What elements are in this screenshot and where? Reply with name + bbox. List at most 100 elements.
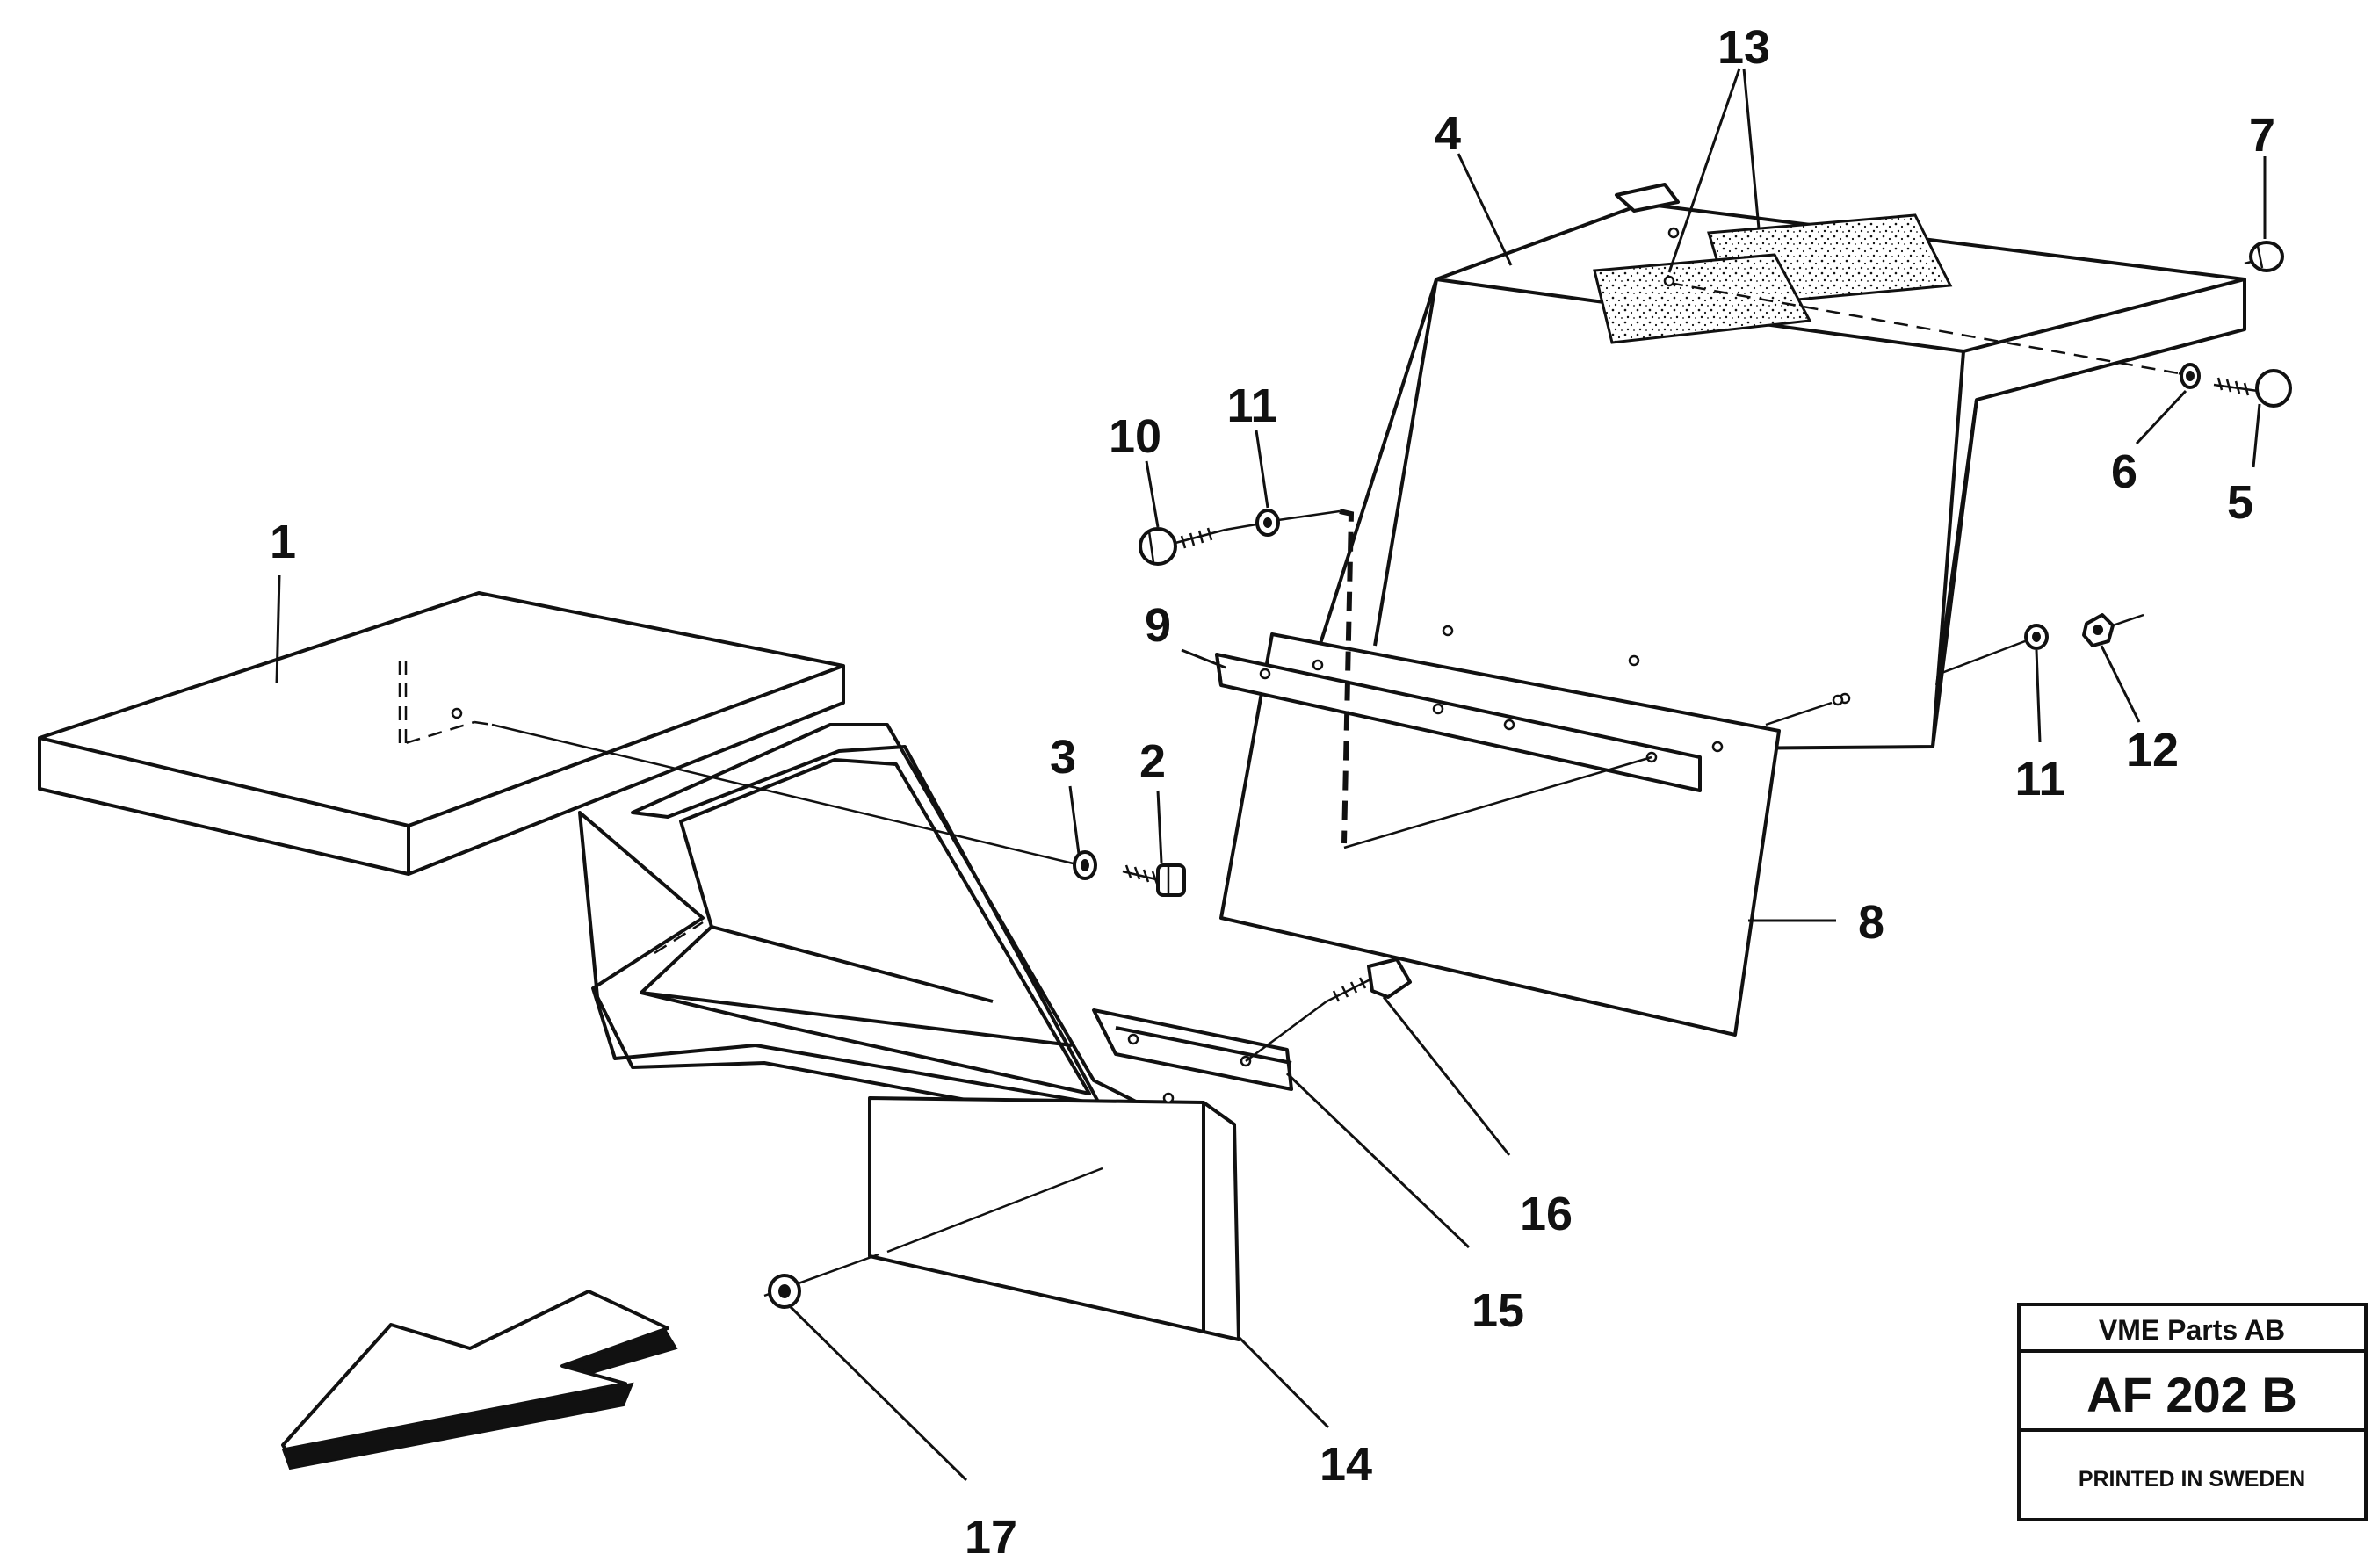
leader-lines: [275, 68, 2267, 1482]
callout-labels: 1 2 3 4 5 6 7 8 9 10 11 11 12 13 14 15 1…: [270, 21, 2275, 1564]
plate-8: [1219, 632, 1781, 1037]
leader-10: [1145, 460, 1160, 528]
hole: [451, 707, 463, 719]
assembly-line: [886, 1167, 1103, 1254]
bolt-2: [1122, 863, 1186, 897]
bar-15: [1092, 1008, 1293, 1091]
plate-hole: [1711, 741, 1724, 753]
callout-2: 2: [1139, 735, 1166, 788]
callout-3: 3: [1050, 731, 1076, 784]
leader-17: [789, 1305, 968, 1482]
hidden-line: [398, 661, 475, 747]
nut-12-assembly: [1765, 613, 2144, 726]
callout-13: 13: [1717, 21, 1770, 74]
leader-14: [1237, 1335, 1330, 1429]
bar-hole: [1127, 1033, 1139, 1045]
washer-3-hole: [1081, 859, 1089, 871]
nut-17-hole: [778, 1284, 791, 1298]
bolt-16: [1326, 957, 1412, 1003]
hole: [1442, 625, 1454, 637]
top-slab: [38, 591, 845, 876]
leader-2: [1156, 790, 1163, 863]
bolt-thread-marks: [2216, 377, 2250, 396]
bolt-7: [2244, 241, 2284, 272]
hole: [1663, 275, 1675, 287]
arrow-shape: [281, 1290, 669, 1451]
bolt-head-facet: [2256, 245, 2264, 269]
callout-16: 16: [1520, 1188, 1573, 1240]
washer-11-hole: [1263, 517, 1272, 528]
strip-edge: [1215, 654, 1223, 686]
bolt-10-head: [1139, 527, 1177, 566]
callout-9: 9: [1145, 599, 1171, 652]
title-block-frame: [2017, 1303, 2368, 1521]
bolt-16-head: [1367, 957, 1412, 999]
leader-16: [1382, 996, 1511, 1156]
direction-arrow: [281, 1290, 678, 1470]
diagonal-support-inner: [640, 758, 1091, 1095]
leader-5: [2252, 403, 2261, 468]
hidden-line: [1668, 281, 2180, 375]
support-edge: [640, 991, 1073, 1047]
drawing-code: AF 202 B: [2086, 1367, 2297, 1422]
washer-11b-hole: [2032, 632, 2041, 642]
assembly-line: [1225, 523, 1257, 531]
hidden-line-bold: [1339, 509, 1355, 844]
part-8-plate: [1215, 509, 1781, 1037]
callout-8: 8: [1858, 896, 1884, 949]
bolt-thread-marks: [1124, 864, 1159, 885]
hole: [1667, 227, 1680, 239]
leader-12: [2100, 645, 2141, 723]
nut-17-assembly: [763, 1167, 1103, 1309]
nut-12-hole: [2093, 625, 2103, 635]
housing-edge: [1963, 278, 2245, 353]
washer-6-hole: [2186, 371, 2195, 381]
callout-6: 6: [2111, 445, 2137, 498]
printed-note: PRINTED IN SWEDEN: [2079, 1467, 2305, 1492]
bolt-head-facet: [1147, 531, 1155, 563]
bolt-2-head: [1156, 863, 1186, 897]
pad-13b: [1593, 253, 1812, 344]
bolt-7-head: [2249, 241, 2284, 272]
title-block: VME Parts AB AF 202 B PRINTED IN SWEDEN: [2017, 1303, 2368, 1521]
assembly-line: [1343, 755, 1652, 849]
callout-5: 5: [2227, 476, 2253, 529]
strip-hole: [1432, 703, 1444, 715]
support-dash: [654, 921, 704, 955]
part-4-housing: [1316, 183, 2246, 753]
callout-17: 17: [965, 1511, 1017, 1564]
callout-7: 7: [2249, 109, 2275, 162]
assembly-line: [1277, 509, 1341, 522]
plate-hole: [1312, 659, 1324, 671]
callout-1: 1: [270, 516, 296, 568]
bolt-10-assembly: [1139, 509, 1341, 566]
leader-15: [1285, 1072, 1471, 1249]
bolt-2-assembly: [474, 720, 1186, 897]
leader-4: [1457, 153, 1513, 266]
assembly-line: [2112, 613, 2144, 627]
slab-edge: [39, 736, 409, 827]
bolt-thread-marks: [1180, 527, 1213, 549]
leader-1: [275, 574, 281, 684]
bolt-thread: [1326, 978, 1371, 1003]
company-name: VME Parts AB: [2099, 1314, 2285, 1346]
assembly-line: [1936, 639, 2026, 676]
leader-13a: [1667, 68, 1741, 273]
leader-3: [1068, 785, 1081, 855]
bar-15-assembly: [1092, 957, 1412, 1104]
assembly-dash: [474, 720, 493, 726]
bolt-5-assembly: [2178, 363, 2292, 408]
slab-edge: [408, 664, 844, 827]
callout-4: 4: [1435, 107, 1461, 160]
support-edge: [711, 925, 994, 1003]
bar-edge: [1115, 1026, 1292, 1065]
callout-12: 12: [2126, 724, 2179, 777]
strip-hole: [1259, 668, 1271, 680]
leader-11a: [1255, 430, 1269, 509]
hole: [1628, 654, 1640, 667]
callout-15: 15: [1472, 1284, 1524, 1337]
lower-plate: [868, 1096, 1240, 1341]
assembly-line: [491, 723, 1081, 867]
housing-edge: [1935, 399, 1978, 686]
leader-6: [2135, 389, 2187, 445]
